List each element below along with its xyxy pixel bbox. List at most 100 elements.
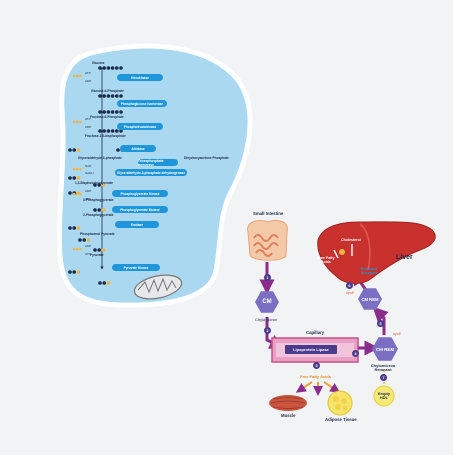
molecule-dot bbox=[102, 94, 106, 98]
phosphate-dot bbox=[72, 192, 76, 196]
molecule-dot bbox=[68, 148, 72, 152]
metabolite-label: 3-Phosphoglycerate bbox=[83, 198, 114, 202]
molecule-dot bbox=[72, 226, 76, 230]
phosphate-dot bbox=[72, 120, 76, 124]
molecule-dot bbox=[76, 226, 81, 230]
step-marker: 7 bbox=[380, 374, 387, 381]
muscle-label: Muscle bbox=[281, 413, 296, 418]
cofactor-label: ATP bbox=[85, 252, 91, 256]
small-intestine-icon bbox=[247, 219, 288, 261]
liver-ffa-label: Free Fatty Acids bbox=[317, 256, 335, 264]
molecule-dot bbox=[110, 110, 115, 114]
metabolite-label: Pyruvate bbox=[90, 253, 104, 257]
molecule-dot bbox=[98, 66, 102, 70]
molecule-dot bbox=[93, 183, 97, 187]
metabolite-label: 2-Phosphoglycerate bbox=[83, 213, 114, 217]
cofactor-label: ADP bbox=[85, 79, 92, 83]
phosphate-dot bbox=[79, 192, 82, 196]
liver-cm-rem-hexagon: CM REM bbox=[358, 288, 382, 310]
molecule-dot bbox=[106, 281, 111, 285]
empty-hdl-icon bbox=[373, 385, 395, 407]
phosphate-dot bbox=[75, 247, 79, 251]
apoe-label-liver: apoE bbox=[346, 291, 355, 295]
molecule-dot bbox=[119, 66, 123, 70]
enzyme-box: Phosphoglycerate Kinase bbox=[112, 190, 168, 197]
phosphate-dot bbox=[79, 74, 82, 78]
molecule-dot bbox=[119, 110, 123, 114]
enzyme-box: Triosephosphate Isomerase bbox=[138, 159, 178, 167]
cofactor-label: ADP bbox=[85, 244, 92, 248]
enzyme-box: Phosphoglycerate Mutase bbox=[112, 206, 168, 213]
step-marker: 1 bbox=[264, 274, 271, 281]
step-marker: 5 bbox=[377, 320, 384, 327]
chylomicron-remnant-label: Chylomicron Remnant bbox=[370, 363, 396, 372]
molecule-dot bbox=[93, 248, 97, 252]
molecule-dot bbox=[119, 129, 123, 133]
phosphate-dot bbox=[79, 167, 82, 171]
cofactor-label: ADP bbox=[85, 125, 92, 129]
phosphate-dot bbox=[79, 120, 82, 124]
step-marker: 6 bbox=[346, 282, 353, 289]
enzyme-box: Phosphoglucose Isomerase bbox=[117, 100, 167, 107]
molecule-dot bbox=[76, 176, 81, 180]
molecule-dot bbox=[110, 129, 115, 133]
molecule-dot bbox=[101, 248, 106, 252]
molecule-dot bbox=[72, 148, 76, 152]
enzyme-box: Phosphofructokinase bbox=[117, 123, 163, 130]
metabolite-label: Glucose-6-Phosphate bbox=[91, 89, 124, 93]
metabolite-label: Glucose bbox=[92, 61, 105, 65]
molecule-dot bbox=[72, 270, 76, 274]
empty-hdl-label: Empty HDL bbox=[377, 391, 391, 400]
molecule-dot bbox=[76, 148, 81, 152]
molecule-dot bbox=[106, 94, 111, 98]
molecule-dot bbox=[110, 66, 115, 70]
lipoprotein-lipase-box: Lipoprotein Lipase bbox=[285, 345, 337, 354]
liver-icon bbox=[317, 221, 436, 284]
phosphate-dot bbox=[72, 247, 76, 251]
molecule-dot bbox=[98, 129, 102, 133]
molecule-dot bbox=[115, 110, 119, 114]
molecule-dot bbox=[68, 226, 72, 230]
apoe-label: apoE bbox=[393, 332, 402, 336]
molecule-dot bbox=[102, 66, 106, 70]
cofactor-label: ATP bbox=[85, 117, 91, 121]
molecule-dot bbox=[116, 148, 120, 152]
molecule-dot bbox=[119, 94, 123, 98]
metabolite-label: Phosphoenol Pyruvate bbox=[80, 232, 115, 236]
adipose-icon bbox=[327, 390, 353, 416]
cofactor-label: ATP bbox=[85, 71, 91, 75]
phosphate-dot bbox=[72, 74, 76, 78]
enzyme-box: Hexokinase bbox=[117, 74, 163, 81]
molecule-dot bbox=[68, 176, 72, 180]
cm-hexagon: CM bbox=[255, 291, 279, 313]
metabolite-label: Fructose-1,6-bisphosphate bbox=[85, 134, 126, 138]
cholesterol-label: Cholesterol bbox=[341, 238, 361, 242]
enzyme-box: Enolase bbox=[115, 221, 159, 228]
metabolite-label: 1,3-Bisphosphoglycerate bbox=[75, 181, 113, 185]
cofactor-label: ATP bbox=[85, 197, 91, 201]
molecule-dot bbox=[97, 248, 101, 252]
muscle-icon bbox=[269, 395, 307, 411]
adipose-label: Adipose Tissue bbox=[325, 417, 357, 422]
molecule-dot bbox=[68, 191, 72, 195]
molecule-dot bbox=[97, 183, 101, 187]
molecule-dot bbox=[78, 238, 82, 242]
molecule-dot bbox=[68, 270, 72, 274]
molecule-dot bbox=[106, 110, 111, 114]
metabolite-label: Fructose-6-Phosphate bbox=[90, 115, 124, 119]
molecule-dot bbox=[106, 129, 111, 133]
molecule-dot bbox=[110, 94, 115, 98]
enzyme-box: Pyruvate Kinase bbox=[112, 264, 160, 271]
molecule-dot bbox=[82, 238, 86, 242]
cm-rem-hexagon: CM REM bbox=[372, 337, 398, 361]
step-marker: 2 bbox=[264, 327, 271, 334]
cofactor-label: NADH bbox=[85, 171, 94, 175]
molecule-dot bbox=[76, 270, 81, 274]
molecule-dot bbox=[98, 281, 102, 285]
capillary-label: Capillary bbox=[306, 330, 325, 335]
molecule-dot bbox=[106, 66, 111, 70]
molecule-dot bbox=[72, 176, 76, 180]
metabolite-label: Dihydroxyacetone Phosphate bbox=[184, 156, 229, 160]
molecule-dot bbox=[98, 94, 102, 98]
